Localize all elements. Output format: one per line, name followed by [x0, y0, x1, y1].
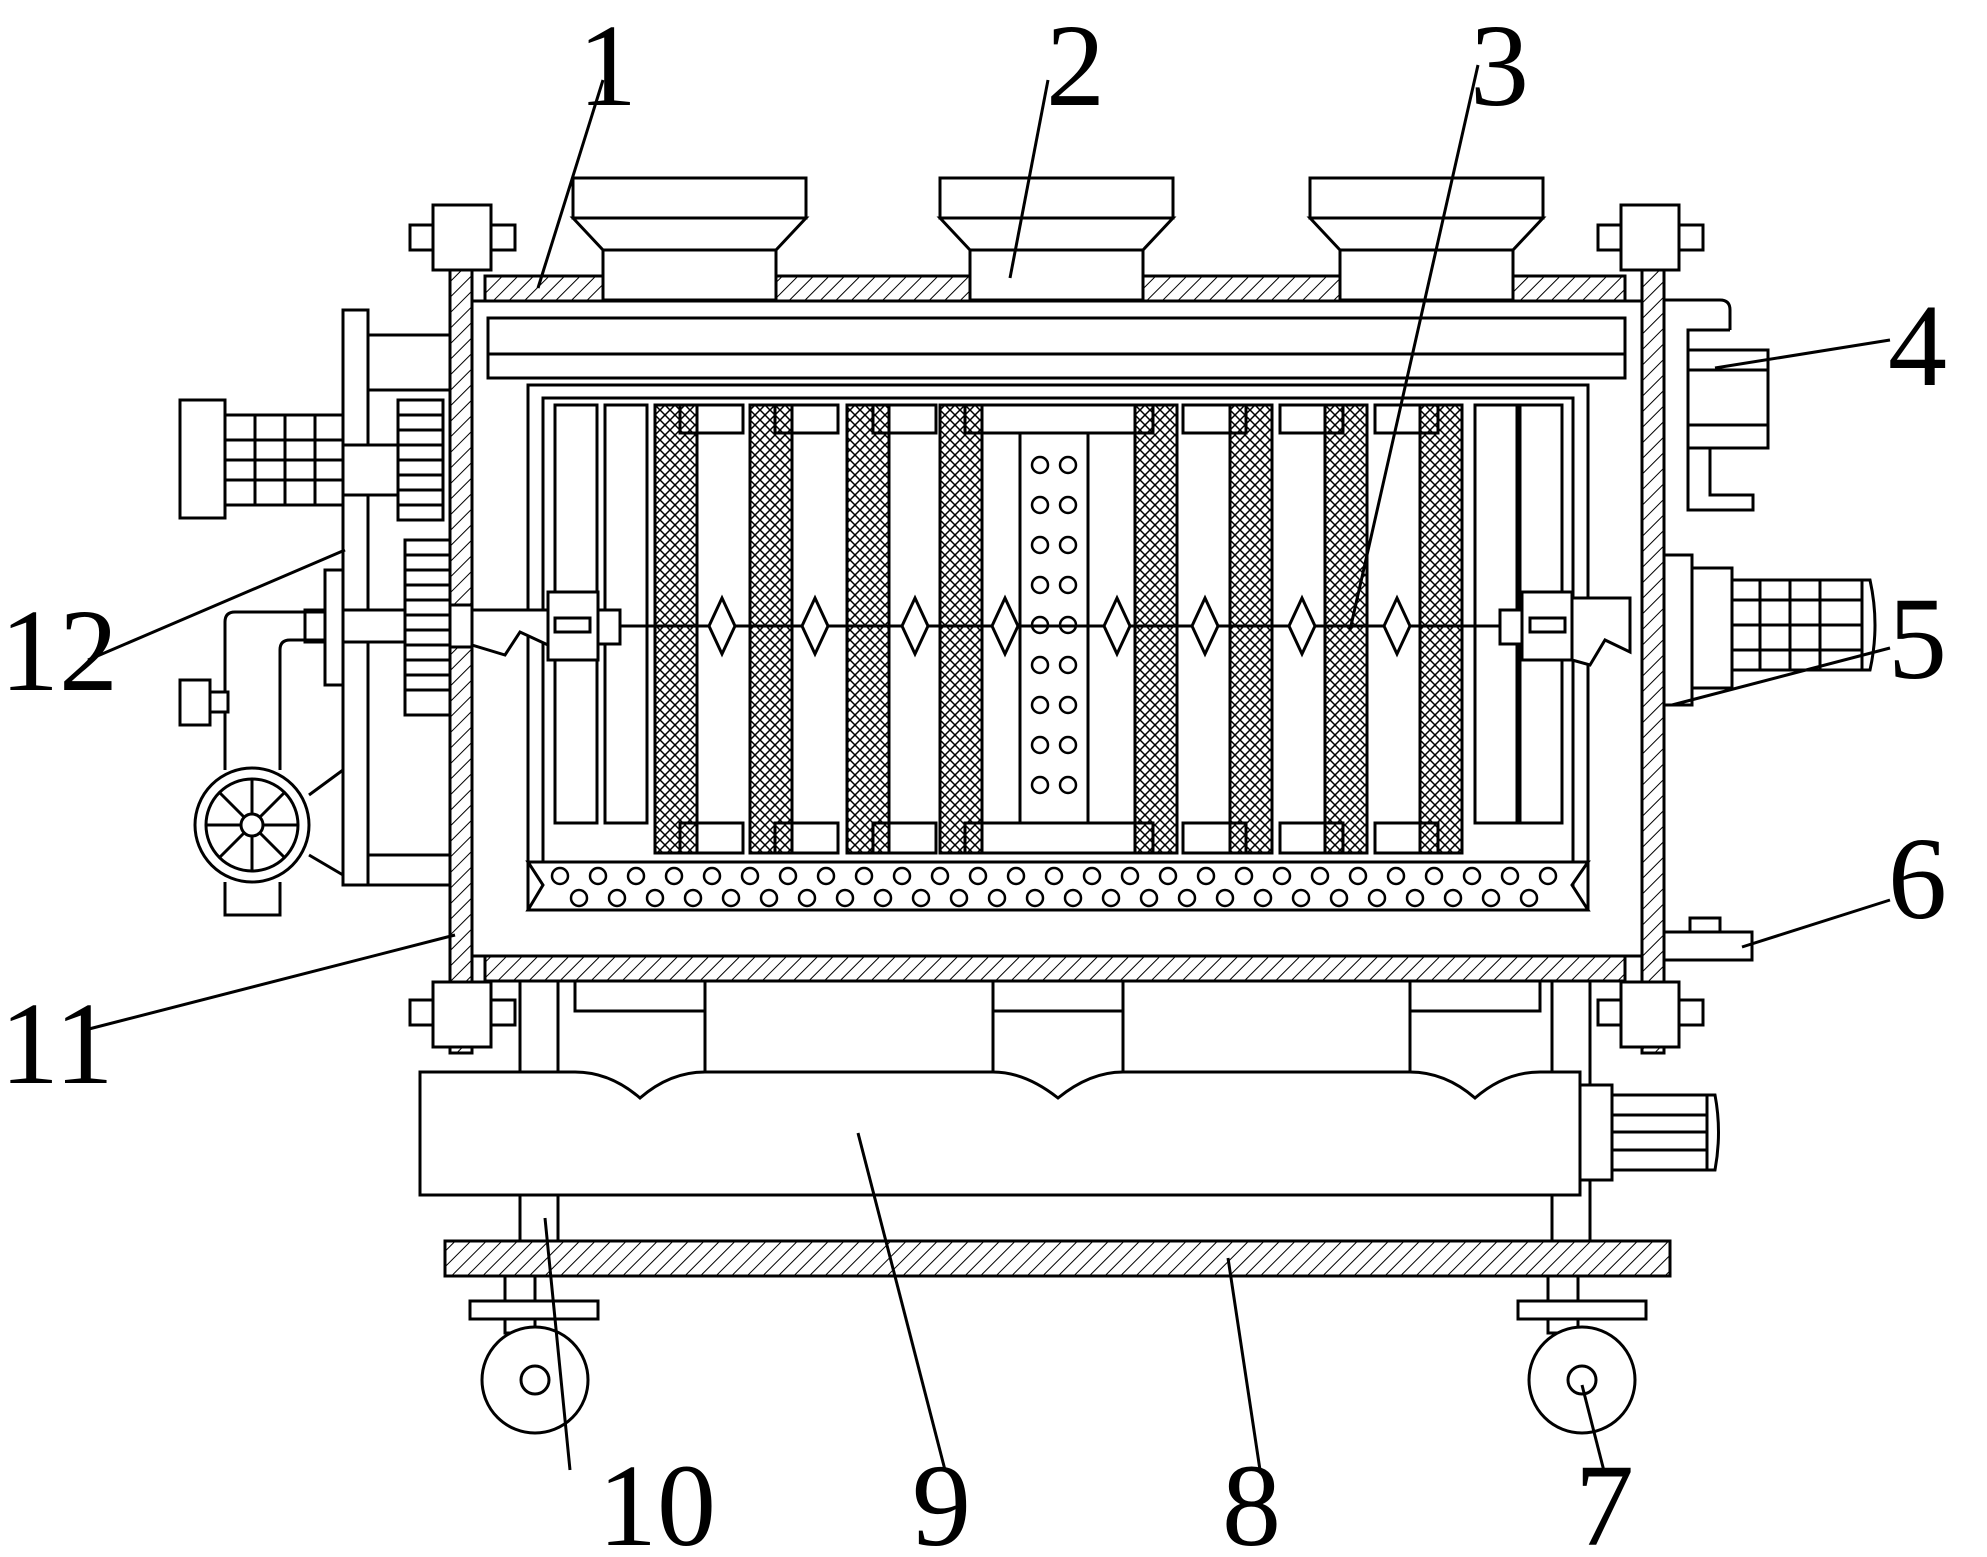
inner-drum — [525, 383, 1591, 912]
label-6: 6 — [1888, 813, 1947, 944]
label-9: 9 — [912, 1440, 971, 1557]
leader-lines — [84, 64, 1891, 1476]
part-labels: 1 2 3 4 5 6 7 8 9 10 11 12 — [0, 0, 1947, 1557]
sieve-holes — [550, 866, 1558, 908]
label-4: 4 — [1888, 280, 1947, 411]
main-shaft — [470, 590, 1632, 667]
label-11: 11 — [0, 978, 114, 1109]
label-12: 12 — [0, 585, 118, 716]
label-7: 7 — [1575, 1440, 1634, 1557]
collection-chutes — [573, 979, 1542, 1078]
label-5: 5 — [1888, 573, 1947, 704]
screw-conveyor — [418, 1070, 1720, 1197]
discharge-outlet — [1662, 916, 1754, 962]
feed-hoppers — [569, 176, 1547, 302]
label-8: 8 — [1222, 1440, 1281, 1557]
label-2: 2 — [1046, 0, 1105, 131]
left-drive — [178, 308, 474, 917]
label-3: 3 — [1470, 0, 1529, 131]
base-plate — [443, 1239, 1672, 1278]
corner-bolts — [408, 203, 1705, 1049]
right-motor — [1662, 553, 1877, 707]
crushing-blades — [653, 403, 1464, 855]
label-1: 1 — [578, 0, 637, 131]
wheels — [468, 1274, 1648, 1435]
label-10: 10 — [598, 1440, 716, 1557]
right-pipe — [1664, 298, 1770, 512]
